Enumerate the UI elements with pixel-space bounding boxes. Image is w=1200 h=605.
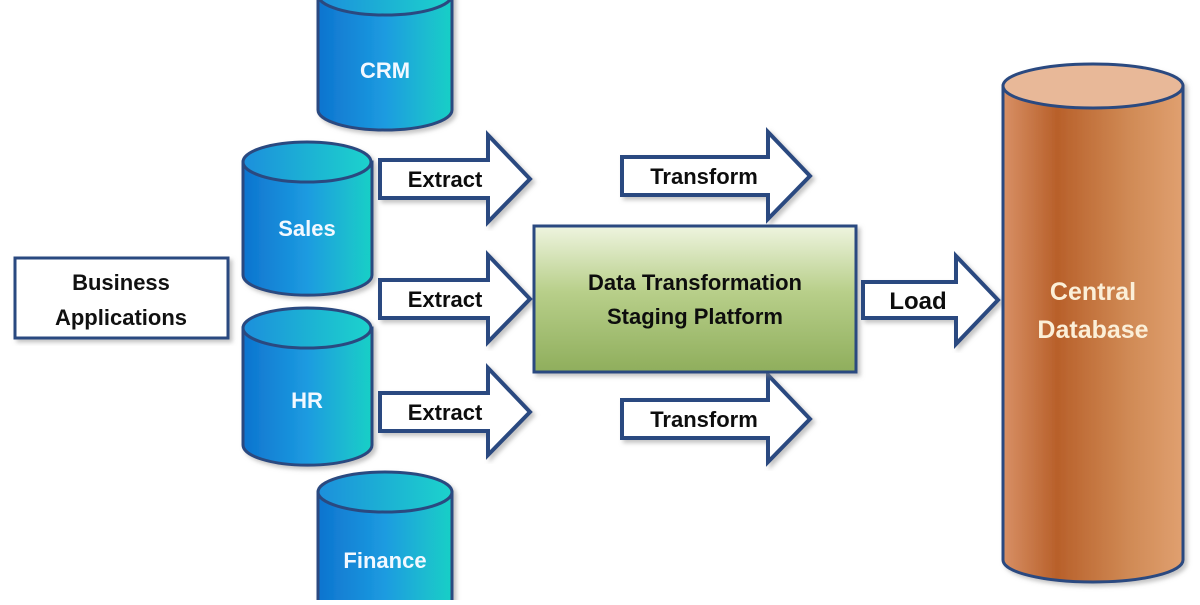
- hr-label: HR: [291, 388, 323, 413]
- central-database-label-2: Database: [1037, 316, 1148, 344]
- crm-database-icon: CRM: [316, 0, 454, 132]
- hr-database-icon: HR: [241, 306, 374, 467]
- finance-label: Finance: [343, 548, 426, 573]
- transform-label-1: Transform: [650, 164, 758, 189]
- staging-label-1: Data Transformation: [588, 270, 802, 295]
- central-database-label-1: Central: [1050, 278, 1136, 306]
- extract-arrow-1: Extract: [378, 130, 533, 227]
- staging-label-2: Staging Platform: [607, 304, 783, 329]
- business-applications-box: Business Applications: [13, 256, 230, 340]
- crm-label: CRM: [360, 58, 410, 83]
- extract-label-2: Extract: [408, 287, 483, 312]
- extract-label-3: Extract: [408, 400, 483, 425]
- staging-platform-box: Data Transformation Staging Platform: [532, 224, 858, 374]
- finance-database-icon: Finance: [316, 470, 454, 605]
- extract-label-1: Extract: [408, 167, 483, 192]
- extract-arrow-2: Extract: [378, 250, 533, 347]
- transform-arrow-1: Transform: [620, 127, 813, 224]
- central-database-icon: Central Database: [1001, 62, 1185, 584]
- load-arrow: Load: [861, 251, 1001, 349]
- business-applications-label-1: Business: [72, 270, 170, 295]
- sales-label: Sales: [278, 216, 336, 241]
- extract-arrow-3: Extract: [378, 363, 533, 460]
- load-label: Load: [889, 288, 946, 315]
- transform-label-2: Transform: [650, 407, 758, 432]
- sales-database-icon: Sales: [241, 140, 374, 297]
- transform-arrow-2: Transform: [620, 370, 813, 467]
- business-applications-label-2: Applications: [55, 305, 187, 330]
